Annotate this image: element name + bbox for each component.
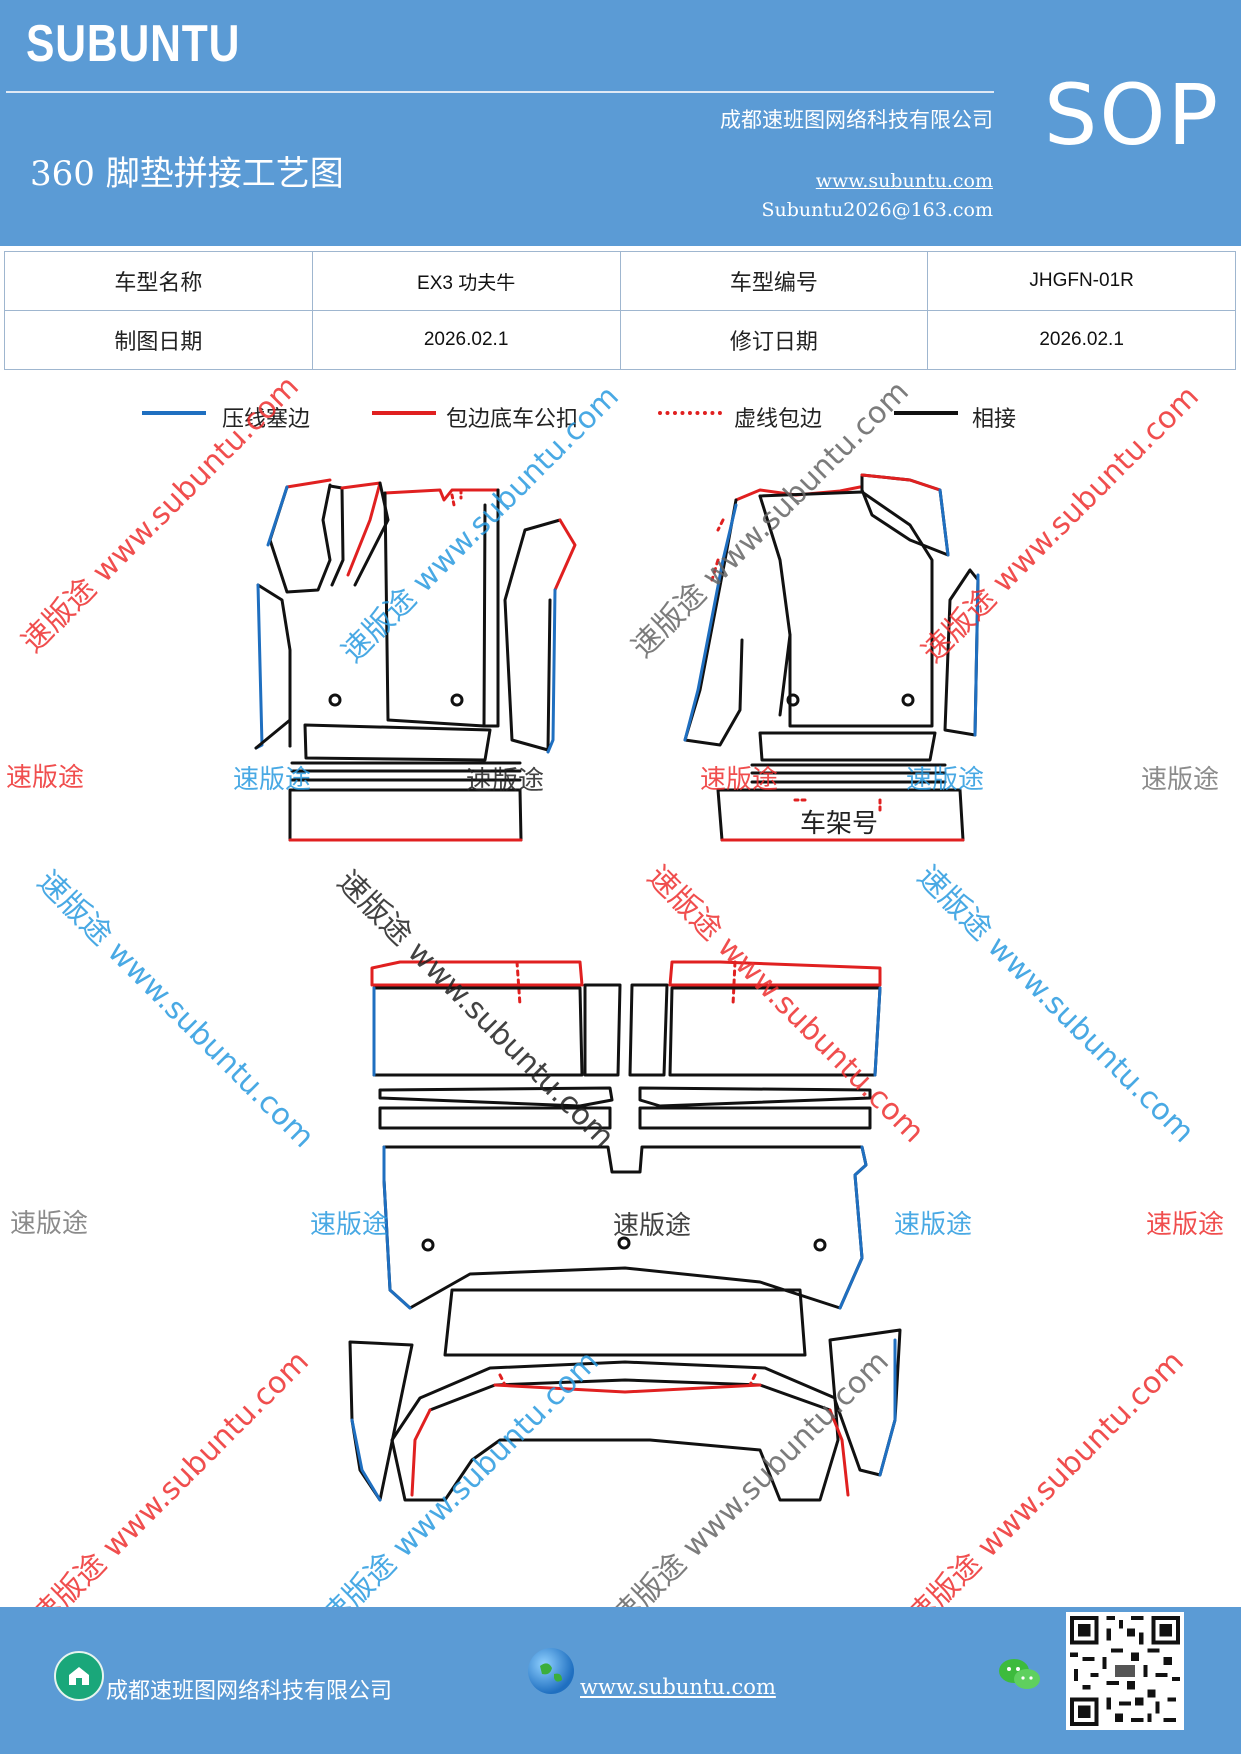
- company-name: 成都速班图网络科技有限公司: [720, 108, 993, 132]
- legend-label: 相接: [972, 407, 1017, 432]
- legend-line-red: [372, 411, 436, 415]
- globe-icon: [528, 1648, 574, 1694]
- website-link[interactable]: www.subuntu.com: [815, 170, 993, 192]
- front-right-mat: [683, 473, 980, 842]
- table-row: 制图日期 2026.02.1 修订日期 2026.02.1: [4, 310, 1236, 370]
- model-name-value: EX3 功夫牛: [311, 251, 621, 311]
- front-left-mat: [254, 478, 577, 842]
- sop-badge: SOP: [1044, 66, 1221, 164]
- email-text: Subuntu2026@163.com: [761, 199, 993, 221]
- legend-label: 包边底车公扣: [446, 407, 579, 432]
- legend-line-blue: [142, 411, 206, 415]
- revise-date-value: 2026.02.1: [927, 310, 1236, 370]
- frame-number-label: 车架号: [800, 809, 879, 839]
- legend-line-black: [894, 411, 958, 415]
- brand-logo: SUBUNTU: [26, 15, 241, 73]
- header-divider: [6, 91, 994, 93]
- wechat-icon: [997, 1655, 1043, 1695]
- model-code-label: 车型编号: [619, 251, 929, 311]
- legend: 压线塞边 包边底车公扣 虚线包边 相接: [0, 401, 1241, 441]
- header-banner: SUBUNTU 成都速班图网络科技有限公司 SOP 360 脚垫拼接工艺图 ww…: [0, 0, 1241, 246]
- draw-date-label: 制图日期: [4, 310, 313, 370]
- table-row: 车型名称 EX3 功夫牛 车型编号 JHGFN-01R: [4, 251, 1236, 311]
- second-row-mats: [370, 960, 882, 1130]
- floor-mat-diagram: [254, 473, 980, 1502]
- model-code-value: JHGFN-01R: [927, 251, 1236, 311]
- info-table: 车型名称 EX3 功夫牛 车型编号 JHGFN-01R 制图日期 2026.02…: [4, 251, 1236, 370]
- page-title: 360 脚垫拼接工艺图: [30, 154, 344, 194]
- building-icon: [54, 1651, 104, 1701]
- legend-line-red-dotted: [658, 411, 722, 415]
- draw-date-value: 2026.02.1: [311, 310, 621, 370]
- legend-label: 虚线包边: [734, 407, 823, 432]
- footer-website[interactable]: www.subuntu.com: [580, 1675, 776, 1699]
- qr-code: [1066, 1612, 1184, 1730]
- legend-label: 压线塞边: [222, 407, 311, 432]
- model-name-label: 车型名称: [4, 251, 313, 311]
- rear-mat: [348, 1145, 902, 1502]
- footer-company: 成都速班图网络科技有限公司: [106, 1679, 393, 1704]
- revise-date-label: 修订日期: [619, 310, 929, 370]
